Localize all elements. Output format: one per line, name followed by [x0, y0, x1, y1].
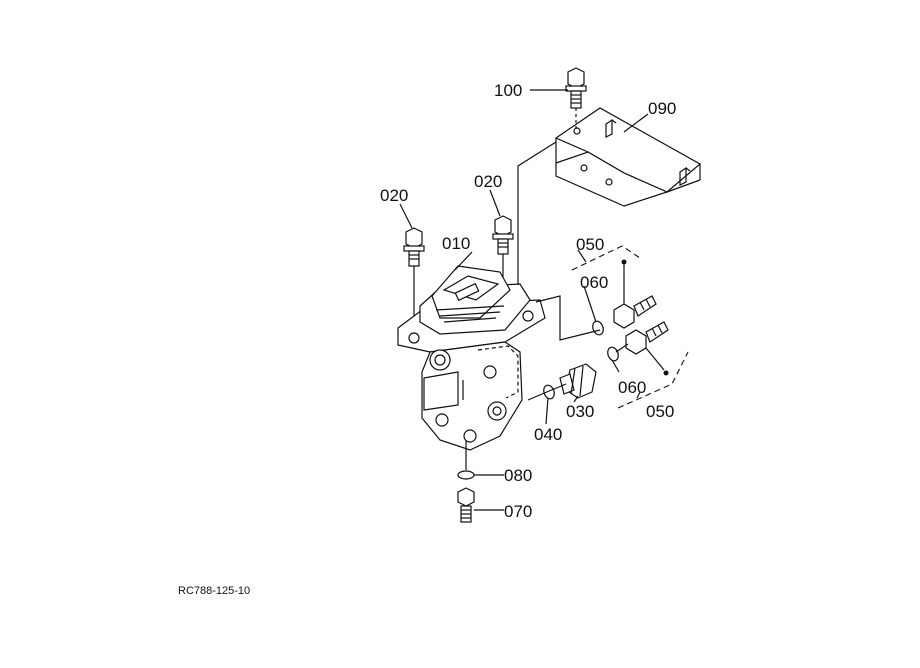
label-part-090: 090 — [648, 99, 676, 118]
leader-lines — [399, 89, 649, 511]
label-part-100: 100 — [494, 81, 522, 100]
part-030-valve-holder[interactable] — [559, 363, 597, 399]
label-part-070: 070 — [504, 502, 532, 521]
label-part-060-upper: 060 — [580, 273, 608, 292]
part-020-bolt-right[interactable] — [492, 215, 514, 282]
label-part-030: 030 — [566, 402, 594, 421]
label-part-010: 010 — [442, 234, 470, 253]
group-050-bracket-lower — [617, 351, 689, 409]
label-part-050-lower: 050 — [646, 402, 674, 421]
drawing-code: RC788-125-10 — [178, 585, 250, 597]
part-080-o-ring[interactable] — [457, 470, 475, 480]
assembly-reference-lines — [517, 141, 629, 401]
part-050-fitting-lower[interactable] — [625, 321, 669, 376]
label-part-020-right: 020 — [474, 172, 502, 191]
part-010-pump-body[interactable] — [397, 265, 546, 470]
part-040-o-ring[interactable] — [542, 384, 556, 401]
group-050-bracket-upper — [571, 245, 641, 271]
label-part-080: 080 — [504, 466, 532, 485]
part-020-bolt-left[interactable] — [403, 227, 425, 330]
part-050-fitting-upper[interactable] — [613, 259, 657, 329]
part-070-connector[interactable] — [457, 487, 475, 523]
label-part-050-upper: 050 — [576, 235, 604, 254]
part-060-o-ring-upper[interactable] — [591, 320, 605, 337]
label-part-040: 040 — [534, 425, 562, 444]
label-part-020-left: 020 — [380, 186, 408, 205]
part-060-o-ring-lower[interactable] — [606, 346, 620, 363]
label-part-060-lower: 060 — [618, 378, 646, 397]
part-090-bracket[interactable] — [554, 107, 702, 207]
part-100-bolt[interactable] — [565, 67, 587, 130]
